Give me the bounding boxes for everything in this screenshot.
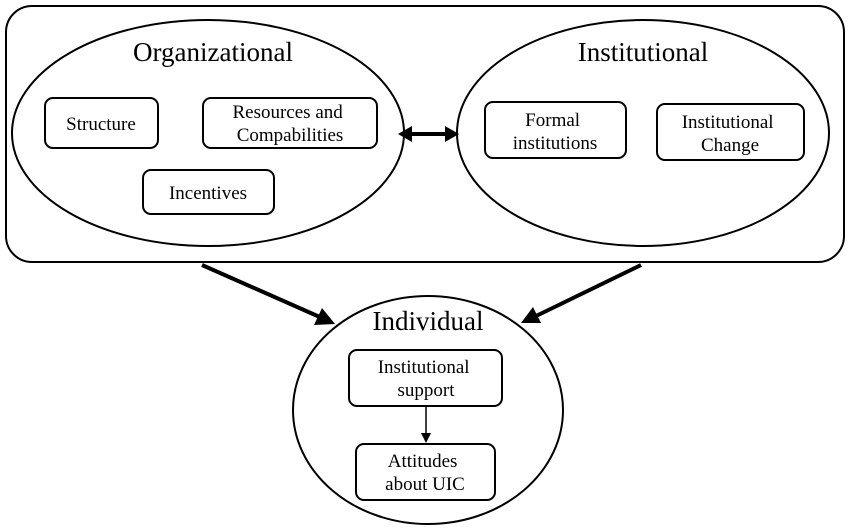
formal-institutions-box — [484, 101, 627, 159]
institutional-support-box — [348, 349, 503, 407]
formal-institutions-label: Formal institutions — [513, 110, 597, 154]
organizational-title: Organizational — [133, 37, 293, 67]
attitudes-label: Attitudes about UIC — [385, 451, 465, 495]
arrow-left-to-individual — [201, 263, 335, 325]
institutional-title: Institutional — [578, 37, 709, 67]
support-to-attitudes-arrow — [421, 407, 431, 443]
attitudes-box — [355, 443, 496, 501]
arrow-right-to-individual — [521, 263, 642, 323]
structure-label: Structure — [66, 114, 136, 135]
incentives-box — [142, 169, 275, 215]
institutional-support-label: Institutional support — [378, 357, 475, 401]
institutional-change-label: Institutional Change — [682, 112, 779, 156]
resources-label: Resources and Compabilities — [232, 102, 347, 146]
institutional-change-box — [656, 103, 805, 161]
bidirectional-arrow — [398, 126, 459, 142]
outer-container — [5, 5, 845, 263]
structure-box — [44, 97, 159, 149]
individual-title: Individual — [373, 306, 484, 336]
incentives-label: Incentives — [169, 183, 247, 204]
individual-ellipse — [292, 295, 564, 525]
resources-box — [202, 97, 378, 149]
